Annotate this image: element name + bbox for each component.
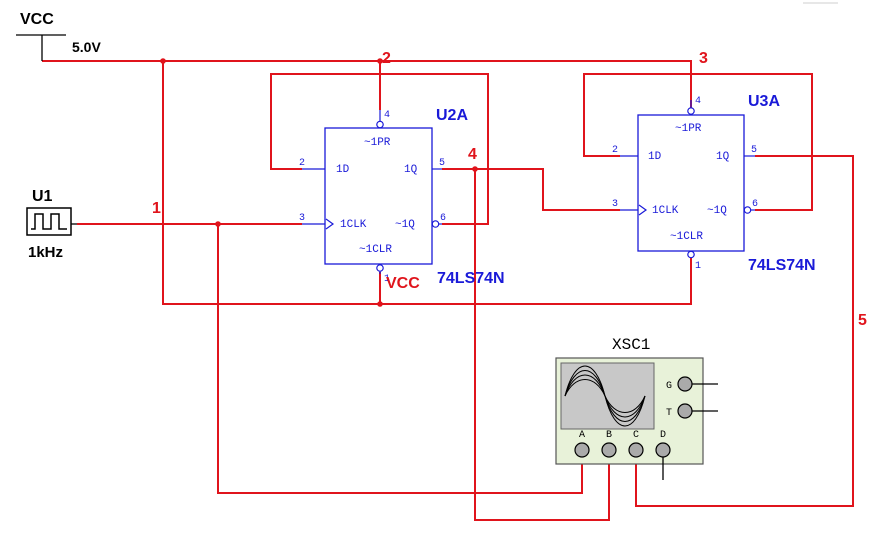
u3a-clock-triangle-icon	[638, 204, 648, 216]
u2a-pinnum-d: 2	[299, 158, 305, 169]
u3a-pinnum-qn: 6	[752, 199, 758, 210]
net-labels: 1 2 3 4 5 VCC	[152, 50, 867, 329]
channel-b-label: B	[606, 430, 612, 441]
u2a-ref: U2A	[436, 107, 468, 124]
wire-net4	[442, 168, 620, 211]
u2a-pinnum-q: 5	[439, 158, 445, 169]
u2a-label-clk: 1CLK	[340, 219, 367, 231]
u2a-label-q: 1Q	[404, 164, 418, 176]
flipflop-u3a[interactable]: ~1PR 1D 1CLK 1Q ~1Q ~1CLR 4 2 3 5 6 1 U3…	[612, 93, 816, 274]
u3a-body	[637, 114, 745, 252]
u3a-pinnum-clk: 3	[612, 199, 618, 210]
oscilloscope-xsc1[interactable]: XSC1 G T A B C D	[555, 336, 718, 480]
junction-dot	[377, 301, 383, 307]
wire-u3-feedback	[583, 73, 813, 211]
terminal-t-label: T	[666, 408, 672, 419]
terminal-t[interactable]	[677, 403, 693, 419]
wire-u2-feedback	[270, 73, 489, 225]
vcc-source-name: VCC	[20, 11, 54, 28]
junction-dot	[377, 58, 383, 64]
net-label-vcc: VCC	[386, 275, 420, 292]
u2a-label-d: 1D	[336, 164, 350, 176]
clock-body	[26, 207, 72, 236]
u3a-label-clr: ~1CLR	[670, 231, 703, 243]
wire-vcc-rail	[42, 60, 692, 110]
u3a-part: 74LS74N	[748, 257, 816, 274]
clock-frequency: 1kHz	[28, 244, 63, 261]
u3a-pinnum-d: 2	[612, 145, 618, 156]
junction-dot	[472, 166, 478, 172]
channel-c-label: C	[633, 430, 639, 441]
u3a-pinnum-pr: 4	[695, 96, 701, 107]
clock-source[interactable]: U1 1kHz	[26, 188, 77, 261]
channel-c-terminal[interactable]	[628, 442, 644, 458]
flipflop-u2a[interactable]: ~1PR 1D 1CLK 1Q ~1Q ~1CLR 4 2 3 5 6 1 U2…	[299, 107, 505, 287]
u2a-pinnum-clk: 3	[299, 213, 305, 224]
u3a-label-clk: 1CLK	[652, 205, 679, 217]
junction-dot	[160, 58, 166, 64]
net-label-5: 5	[858, 312, 867, 329]
u2a-pinnum-pr: 4	[384, 110, 390, 121]
u2a-qn-bubble	[431, 220, 440, 228]
u3a-pinnum-clr: 1	[695, 261, 701, 272]
u2a-label-clr: ~1CLR	[359, 244, 392, 256]
vcc-source-voltage: 5.0V	[72, 39, 101, 55]
junction-dot	[215, 221, 221, 227]
channel-a-terminal[interactable]	[574, 442, 590, 458]
u2a-pinnum-clr: 1	[384, 274, 390, 285]
channel-d-label: D	[660, 430, 666, 441]
net-label-1: 1	[152, 200, 161, 217]
wire-clock-to-scope-a	[217, 224, 583, 494]
u2a-pr-bubble	[376, 120, 384, 129]
net-label-2: 2	[382, 50, 391, 67]
waveform-icon	[564, 365, 646, 427]
clock-ref: U1	[32, 188, 53, 205]
wires	[42, 58, 854, 521]
channel-d-terminal[interactable]	[655, 442, 671, 458]
u3a-qn-bubble	[743, 206, 752, 214]
terminal-g-label: G	[666, 381, 672, 392]
net-label-4: 4	[468, 146, 477, 163]
channel-b-terminal[interactable]	[601, 442, 617, 458]
u2a-clr-bubble	[376, 264, 384, 272]
terminal-g[interactable]	[677, 376, 693, 392]
channel-a-label: A	[579, 430, 585, 441]
u3a-ref: U3A	[748, 93, 780, 110]
u2a-pinnum-qn: 6	[440, 213, 446, 224]
wire-net1-clr-bus	[162, 61, 692, 305]
u2a-part: 74LS74N	[437, 270, 505, 287]
oscilloscope-ref: XSC1	[612, 336, 650, 354]
u3a-clr-bubble	[687, 250, 695, 259]
u3a-pr-bubble	[687, 107, 695, 115]
u3a-label-q: 1Q	[716, 151, 730, 163]
wire-net5	[635, 155, 854, 507]
wire-net4-to-scope-b	[474, 169, 610, 521]
u3a-label-qn: ~1Q	[707, 205, 727, 217]
u3a-label-d: 1D	[648, 151, 662, 163]
net-label-3: 3	[699, 50, 708, 67]
u2a-label-pr: ~1PR	[364, 137, 391, 149]
u2a-body	[324, 127, 433, 265]
u2a-label-qn: ~1Q	[395, 219, 415, 231]
u2a-clock-triangle-icon	[325, 218, 335, 230]
u3a-label-pr: ~1PR	[675, 123, 702, 135]
vcc-source[interactable]: VCC 5.0V	[16, 11, 101, 61]
u3a-pinnum-q: 5	[751, 145, 757, 156]
square-wave-icon	[31, 213, 67, 230]
